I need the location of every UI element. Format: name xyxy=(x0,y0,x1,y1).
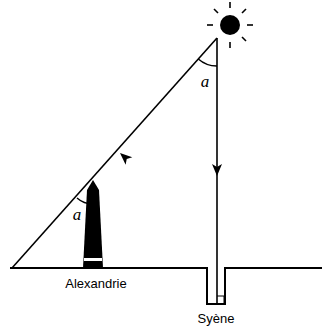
angle-arcs xyxy=(77,59,217,204)
obelisk xyxy=(83,180,103,268)
oblique-ray xyxy=(12,38,217,268)
right-angle-mark xyxy=(217,296,224,303)
sun-rays xyxy=(12,38,217,303)
angle-arc xyxy=(77,198,93,204)
arrowhead xyxy=(212,164,222,176)
place-label: Syène xyxy=(198,312,235,325)
arrowhead xyxy=(117,149,133,164)
angle-label: a xyxy=(73,206,82,223)
ray-arrowheads xyxy=(117,149,222,176)
angle-label: a xyxy=(201,73,210,90)
angle-arc xyxy=(198,59,217,66)
ground-line xyxy=(10,268,322,304)
ground-and-well xyxy=(10,268,322,304)
place-label: Alexandrie xyxy=(65,277,126,290)
sun-disc xyxy=(220,15,240,35)
